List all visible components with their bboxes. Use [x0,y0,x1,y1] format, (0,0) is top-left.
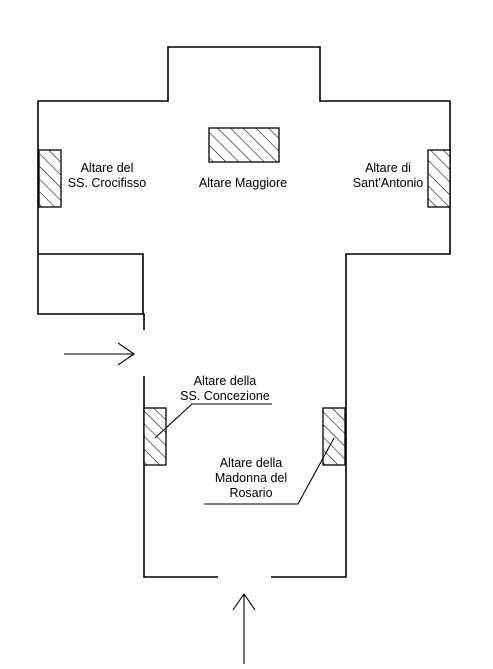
altar-antonio-box [427,149,451,208]
label-line: SS. Concezione [180,389,270,403]
label-line: Altare Maggiore [198,176,288,190]
leader-concezione [154,403,272,439]
left-chapel-wall [38,253,144,314]
altar-rosario-box [322,407,346,466]
label-altare-concezione: Altare della SS. Concezione [170,374,280,404]
label-altare-antonio: Altare di Sant'Antonio [338,161,438,191]
label-line: Sant'Antonio [352,176,424,190]
main-entrance-arrow [232,593,256,664]
altar-maggiore-box [208,127,280,163]
leader-rosario [204,437,335,505]
altar-crocifisso-box [38,149,62,208]
label-line: Altare della [193,374,257,388]
label-line: Rosario [229,486,273,500]
label-altare-rosario: Altare della Madonna del Rosario [205,456,297,501]
label-altare-crocifisso: Altare del SS. Crocifisso [62,161,152,191]
label-line: Madonna del [214,471,288,485]
side-entrance-arrow [64,342,135,366]
label-line: SS. Crocifisso [67,176,147,190]
label-altare-maggiore: Altare Maggiore [188,176,298,191]
altar-concezione-box [143,407,167,466]
outer-wall-upper [37,46,451,578]
label-line: Altare di [365,161,411,175]
label-line: Altare del [80,161,134,175]
label-line: Altare della [219,456,283,470]
